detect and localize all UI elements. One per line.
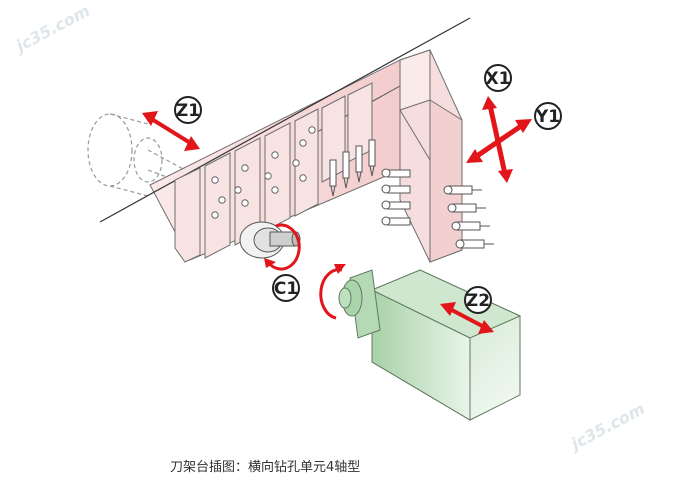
cross-drills-left bbox=[381, 168, 411, 226]
svg-text:Z2: Z2 bbox=[466, 291, 490, 311]
figure-caption: 刀架台插图：横向钻孔单元4轴型 bbox=[170, 460, 361, 475]
x1-y1-arrows bbox=[466, 96, 532, 183]
z2-rotation-arrow bbox=[319, 264, 346, 320]
axis-label-c1: C1 bbox=[272, 274, 300, 302]
cross-drills-right bbox=[443, 185, 494, 249]
svg-text:Y1: Y1 bbox=[535, 107, 560, 127]
axis-label-x1: X1 bbox=[484, 64, 512, 92]
watermark-top: jc35.com bbox=[10, 1, 93, 57]
svg-text:Z1: Z1 bbox=[176, 101, 200, 121]
svg-text:C1: C1 bbox=[274, 279, 298, 299]
c1-chuck bbox=[239, 221, 301, 259]
watermark-bottom: jc35.com bbox=[565, 399, 648, 455]
z2-arrow bbox=[440, 302, 494, 334]
tool-blocks bbox=[174, 82, 373, 263]
axis-label-z1: Z1 bbox=[174, 96, 202, 124]
z2-spindle bbox=[338, 269, 522, 421]
vertical-drills bbox=[329, 139, 376, 197]
tool-block-bolts bbox=[211, 126, 316, 219]
c1-rotation-arrow bbox=[264, 223, 301, 271]
svg-text:X1: X1 bbox=[486, 69, 511, 89]
axis-label-z2: Z2 bbox=[464, 286, 492, 314]
drilling-unit-column bbox=[399, 49, 463, 263]
z1-arrow bbox=[142, 111, 200, 151]
axis-label-y1: Y1 bbox=[534, 102, 562, 130]
